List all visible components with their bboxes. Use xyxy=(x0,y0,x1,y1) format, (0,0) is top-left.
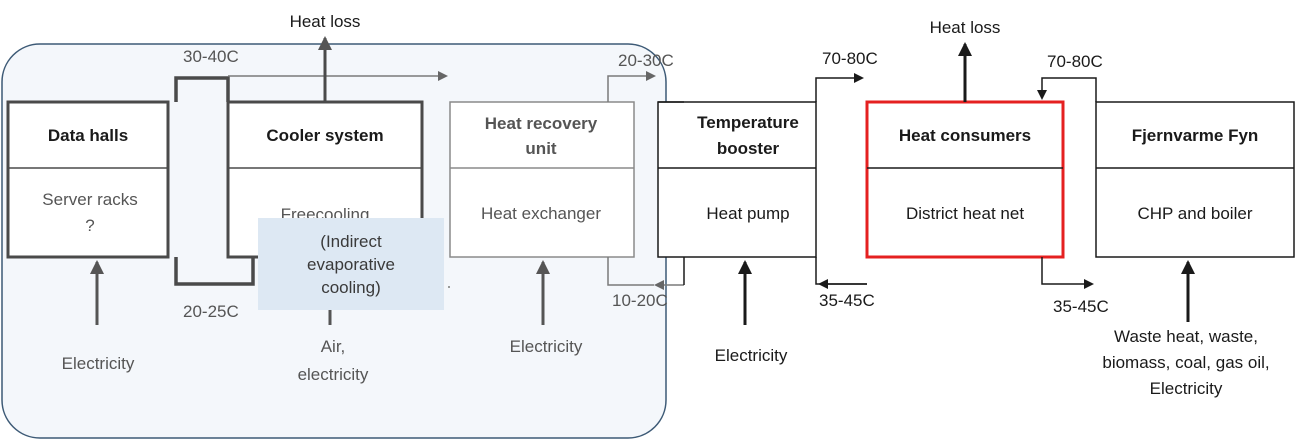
data-halls-sub-1: Server racks xyxy=(42,190,137,209)
box-heat-recovery: Heat recovery unit Heat exchanger xyxy=(449,101,635,258)
cooler-title: Cooler system xyxy=(266,126,383,145)
input-label-booster: Electricity xyxy=(715,346,788,365)
data-halls-sub-2: ? xyxy=(85,216,94,235)
temp-1-bottom: 20-25C xyxy=(183,302,239,321)
consumers-sub: District heat net xyxy=(906,204,1024,223)
loop-consumers-fyn xyxy=(1037,77,1097,289)
loop-halls-cooler xyxy=(174,76,255,286)
booster-title-2: booster xyxy=(717,139,780,158)
input-label-fyn-3: Electricity xyxy=(1150,379,1223,398)
temp-3-top: 70-80C xyxy=(822,49,878,68)
booster-sub: Heat pump xyxy=(706,204,789,223)
temp-2-bottom: 10-20C xyxy=(612,291,668,310)
data-halls-title: Data halls xyxy=(48,126,128,145)
heat-recovery-sub: Heat exchanger xyxy=(481,204,601,223)
box-data-halls: Data halls Server racks ? xyxy=(6,100,170,259)
heat-loss-label-cooler: Heat loss xyxy=(290,12,361,31)
input-label-cooler-1: Air, xyxy=(321,337,346,356)
loop-booster-consumers xyxy=(815,73,867,289)
input-label-cooler-2: electricity xyxy=(298,365,369,384)
input-label-fyn-2: biomass, coal, gas oil, xyxy=(1102,353,1269,372)
temp-4-bottom: 35-45C xyxy=(1053,297,1109,316)
temp-3-bottom: 35-45C xyxy=(819,291,875,310)
fyn-title: Fjernvarme Fyn xyxy=(1132,126,1259,145)
indirect-evaporative-cooling-note: (Indirect evaporative cooling) xyxy=(258,218,444,310)
box-temperature-booster: Temperature booster Heat pump xyxy=(657,101,817,258)
loop-recovery-booster xyxy=(607,71,685,290)
overlay-line-3: cooling) xyxy=(321,277,381,297)
input-label-halls: Electricity xyxy=(62,354,135,373)
temp-1-top: 30-40C xyxy=(183,47,239,66)
heat-recovery-title-2: unit xyxy=(525,139,556,158)
heat-loss-label-consumers: Heat loss xyxy=(930,18,1001,37)
box-fjernvarme-fyn: Fjernvarme Fyn CHP and boiler xyxy=(1095,101,1295,258)
fyn-sub: CHP and boiler xyxy=(1138,204,1253,223)
overlay-line-1: (Indirect xyxy=(320,231,382,251)
overlay-line-2: evaporative xyxy=(307,254,395,274)
temp-2-top: 20-30C xyxy=(618,51,674,70)
heat-recovery-title-1: Heat recovery xyxy=(485,114,598,133)
box-heat-consumers: Heat consumers District heat net xyxy=(865,100,1065,259)
loop-cooler-recovery xyxy=(228,71,450,288)
temp-4-top: 70-80C xyxy=(1047,52,1103,71)
consumers-title: Heat consumers xyxy=(899,126,1031,145)
input-label-recovery: Electricity xyxy=(510,337,583,356)
booster-title-1: Temperature xyxy=(697,113,799,132)
input-label-fyn-1: Waste heat, waste, xyxy=(1114,327,1258,346)
